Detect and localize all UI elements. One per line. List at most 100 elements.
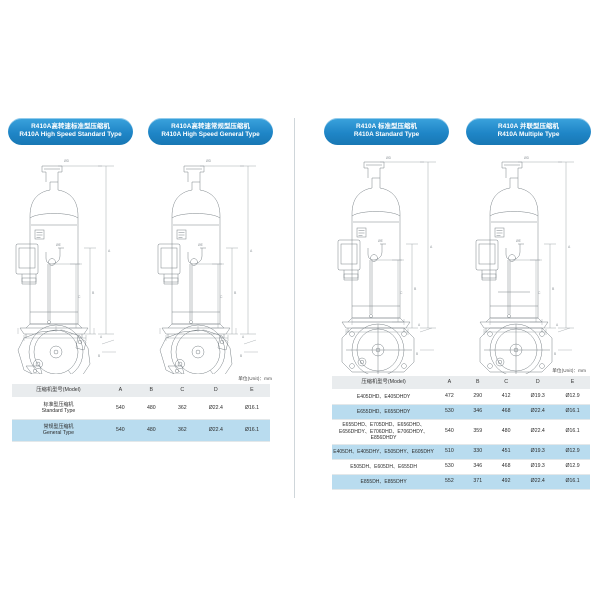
cell-c: 468 <box>491 404 521 420</box>
cell-a: 510 <box>435 444 464 460</box>
cell-model: E505DH、E605DH、E655DH <box>332 459 436 475</box>
cell-model: E405DH、E405DHY、E505DHY、E605DHY <box>332 444 436 460</box>
col-header-d: D <box>520 376 556 390</box>
compressor-technical-drawing: A B C ØD ØE <box>157 159 258 374</box>
col-header-e: E <box>555 376 590 390</box>
dim-callout-d: ØD <box>64 159 70 163</box>
table-header-row: 压缩机型号(Model) A B C D E <box>332 376 590 390</box>
cell-b: 480 <box>135 419 167 442</box>
badge-label-en: R410A Multiple Type <box>497 131 560 138</box>
left-badge-row: R410A高转速标准型压缩机 R410A High Speed Standard… <box>0 112 294 146</box>
cell-model: E855DH、E855DHY <box>332 474 436 490</box>
dim-label-a: A <box>108 249 111 253</box>
dim-label-a: A <box>568 245 571 249</box>
unit-note-left: 单位(Unit)：mm <box>238 376 272 381</box>
cell-b: 359 <box>463 419 492 445</box>
cell-e: Ø12.9 <box>555 459 590 475</box>
compressor-drawing-general: A B C ØD ØE <box>144 152 284 374</box>
model-label-cn: 常规型压缩机 <box>43 423 74 430</box>
cell-model: E655DHD、E655DHDY <box>332 404 436 420</box>
dim-label-c: C <box>538 291 541 295</box>
model-label-en: Standard Type <box>41 408 76 415</box>
badge-standard-type[interactable]: R410A 标准型压缩机 R410A Standard Type <box>324 118 449 145</box>
cell-d: Ø19.3 <box>520 389 556 405</box>
cell-e: Ø16.1 <box>233 419 270 442</box>
unit-note-right: 单位(Unit)：mm <box>552 368 586 373</box>
dim-label-b: B <box>92 291 95 295</box>
right-spec-table: 压缩机型号(Model) A B C D E E405DHD、E405DHDY … <box>332 376 590 490</box>
dim-callout-e: ØE <box>378 239 384 243</box>
dim-callout-e: ØE <box>56 243 62 247</box>
badge-label-cn: R410A 并联型压缩机 <box>498 123 559 131</box>
panel-divider <box>294 118 295 498</box>
left-panel: R410A高转速标准型压缩机 R410A High Speed Standard… <box>0 112 294 502</box>
dim-callout-d: ØD <box>524 156 530 160</box>
dim-callout-e: ØE <box>198 243 204 247</box>
cell-a: 540 <box>435 419 464 445</box>
dim-label-c: C <box>400 291 403 295</box>
cell-model: 常规型压缩机 General Type <box>12 419 105 442</box>
col-header-b: B <box>135 384 167 398</box>
dim-label-c: C <box>78 295 81 299</box>
badge-label-cn: R410A 标准型压缩机 <box>356 123 417 131</box>
badge-high-speed-general[interactable]: R410A高转速常规型压缩机 R410A High Speed General … <box>148 118 273 145</box>
badge-multiple-type[interactable]: R410A 并联型压缩机 R410A Multiple Type <box>466 118 591 145</box>
cell-a: 530 <box>435 459 464 475</box>
table-row: E405DH、E405DHY、E505DHY、E605DHY 510 330 4… <box>332 444 590 460</box>
dim-label-a: A <box>430 245 433 249</box>
cell-d: Ø22.4 <box>520 419 556 445</box>
badge-label-cn: R410A高转速标准型压缩机 <box>31 123 110 131</box>
cell-d: Ø19.3 <box>520 444 556 460</box>
cell-d: Ø22.4 <box>197 397 234 420</box>
cell-c: 492 <box>491 474 521 490</box>
col-header-c: C <box>166 384 198 398</box>
badge-high-speed-standard[interactable]: R410A高转速标准型压缩机 R410A High Speed Standard… <box>8 118 133 145</box>
right-panel: R410A 标准型压缩机 R410A Standard Type R410A 并… <box>300 112 594 502</box>
dim-label-b: B <box>552 287 555 291</box>
cell-c: 362 <box>166 397 198 420</box>
left-spec-table: 压缩机型号(Model) A B C D E 标准型压缩机 Standard T… <box>12 384 270 442</box>
col-header-a: A <box>104 384 136 398</box>
badge-label-cn: R410A高转速常规型压缩机 <box>171 123 250 131</box>
cell-b: 290 <box>463 389 492 405</box>
table-row: E405DHD、E405DHDY 472 290 412 Ø19.3 Ø12.9 <box>332 389 590 405</box>
cell-e: Ø16.1 <box>555 474 590 490</box>
compressor-technical-drawing: A B C ØD ØE <box>337 156 436 374</box>
col-header-model: 压缩机型号(Model) <box>12 384 105 398</box>
compressor-drawing-multiple: A B C ØD ØE <box>460 152 600 374</box>
col-header-a: A <box>435 376 464 390</box>
dim-label-a: A <box>250 249 253 253</box>
cell-d: Ø22.4 <box>197 419 234 442</box>
table-row: E655DHD、E705DHD、E656DHD、E656DHDY、E706DHD… <box>332 419 590 445</box>
cell-c: 362 <box>166 419 198 442</box>
compressor-technical-drawing: A B C ØD ØE <box>15 159 116 374</box>
cell-b: 346 <box>463 404 492 420</box>
cell-b: 480 <box>135 397 167 420</box>
cell-a: 472 <box>435 389 464 405</box>
cell-d: Ø22.4 <box>520 404 556 420</box>
plan-note-en: B <box>554 352 556 356</box>
dim-label-c: C <box>220 295 223 299</box>
cell-d: Ø22.4 <box>520 474 556 490</box>
cell-b: 330 <box>463 444 492 460</box>
col-header-model: 压缩机型号(Model) <box>332 376 436 390</box>
dim-callout-e: ØE <box>516 239 522 243</box>
table-row: 标准型压缩机 Standard Type 540 480 362 Ø22.4 Ø… <box>12 397 270 420</box>
plan-note-cn: A <box>100 335 103 339</box>
col-header-e: E <box>233 384 270 398</box>
model-label-cn: 标准型压缩机 <box>43 401 74 408</box>
cell-c: 480 <box>491 419 521 445</box>
plan-note-en: B <box>98 354 100 358</box>
compressor-drawing-standard: A B C ØD ØE <box>2 152 142 374</box>
badge-label-en: R410A High Speed General Type <box>161 131 260 138</box>
cell-a: 552 <box>435 474 464 490</box>
col-header-d: D <box>197 384 234 398</box>
compressor-technical-drawing: A B C ØD ØE <box>475 156 574 374</box>
dim-label-b: B <box>234 291 237 295</box>
plan-note-cn: A <box>242 335 245 339</box>
cell-model: 标准型压缩机 Standard Type <box>12 397 105 420</box>
model-label-en: General Type <box>42 430 74 437</box>
table-header-row: 压缩机型号(Model) A B C D E <box>12 384 270 398</box>
cell-e: Ø12.9 <box>555 389 590 405</box>
